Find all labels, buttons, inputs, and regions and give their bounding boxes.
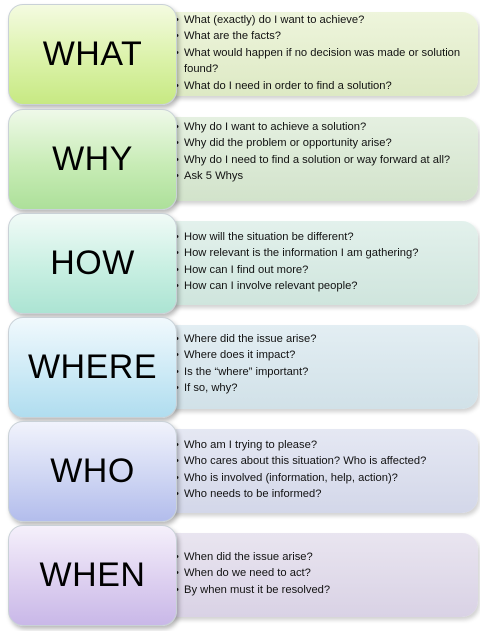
label-box-what: WHAT bbox=[8, 4, 177, 105]
label-box-when: WHEN bbox=[8, 525, 177, 626]
bullet-list: Why do I want to achieve a solution? Why… bbox=[175, 119, 462, 185]
bullet-item: Where does it impact? bbox=[175, 347, 462, 364]
row-who: Who am I trying to please? Who cares abo… bbox=[0, 421, 480, 525]
label-box-why: WHY bbox=[8, 109, 177, 210]
label-text: WHERE bbox=[27, 348, 158, 386]
bullet-list: How will the situation be different? How… bbox=[175, 229, 462, 295]
label-text: WHY bbox=[52, 140, 133, 178]
label-box-how: HOW bbox=[8, 213, 177, 314]
label-text: HOW bbox=[50, 244, 135, 282]
label-box-who: WHO bbox=[8, 421, 177, 522]
label-box-where: WHERE bbox=[8, 317, 177, 418]
bullet-item: Who is involved (information, help, acti… bbox=[175, 470, 462, 487]
bullet-list: Who am I trying to please? Who cares abo… bbox=[175, 437, 462, 503]
bullet-item: How can I involve relevant people? bbox=[175, 278, 462, 295]
bullet-list: What (exactly) do I want to achieve? Wha… bbox=[175, 12, 462, 94]
bullet-item: What do I need in order to find a soluti… bbox=[175, 78, 462, 95]
row-where: Where did the issue arise? Where does it… bbox=[0, 317, 480, 421]
bullet-list: Where did the issue arise? Where does it… bbox=[175, 331, 462, 397]
label-text: WHAT bbox=[42, 35, 143, 73]
row-what: What (exactly) do I want to achieve? Wha… bbox=[0, 4, 480, 108]
bullet-item: Who am I trying to please? bbox=[175, 437, 462, 454]
bullet-item: How relevant is the information I am gat… bbox=[175, 245, 462, 262]
bullet-item: Who cares about this situation? Who is a… bbox=[175, 453, 462, 470]
label-text: WHO bbox=[50, 452, 135, 490]
bullet-item: What would happen if no decision was mad… bbox=[175, 45, 462, 78]
bullet-item: When did the issue arise? bbox=[175, 549, 462, 566]
bullet-item: When do we need to act? bbox=[175, 565, 462, 582]
row-why: Why do I want to achieve a solution? Why… bbox=[0, 109, 480, 213]
bullet-item: Why do I need to find a solution or way … bbox=[175, 152, 462, 169]
bullet-item: If so, why? bbox=[175, 380, 462, 397]
label-text: WHEN bbox=[39, 556, 146, 594]
row-when: When did the issue arise? When do we nee… bbox=[0, 525, 480, 629]
bullet-item: Why do I want to achieve a solution? bbox=[175, 119, 462, 136]
bullet-item: Where did the issue arise? bbox=[175, 331, 462, 348]
bullet-item: What are the facts? bbox=[175, 28, 462, 45]
bullet-item: Is the “where” important? bbox=[175, 364, 462, 381]
bullet-item: By when must it be resolved? bbox=[175, 582, 462, 599]
row-how: How will the situation be different? How… bbox=[0, 213, 480, 317]
bullet-item: Who needs to be informed? bbox=[175, 486, 462, 503]
bullet-list: When did the issue arise? When do we nee… bbox=[175, 549, 462, 599]
bullet-item: Ask 5 Whys bbox=[175, 168, 462, 185]
bullet-item: How will the situation be different? bbox=[175, 229, 462, 246]
bullet-item: What (exactly) do I want to achieve? bbox=[175, 12, 462, 29]
bullet-item: Why did the problem or opportunity arise… bbox=[175, 135, 462, 152]
bullet-item: How can I find out more? bbox=[175, 262, 462, 279]
